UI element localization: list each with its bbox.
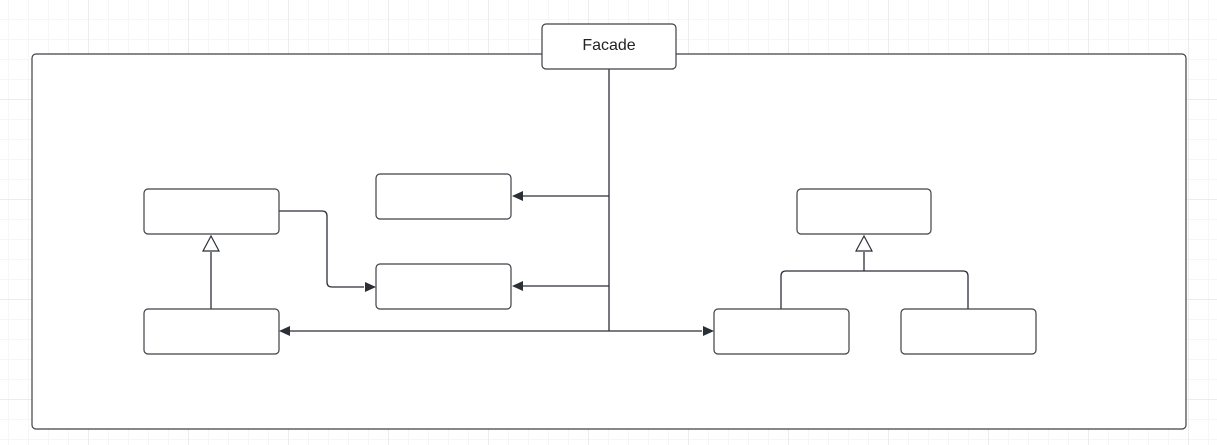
- arrowhead-class-c-right: [512, 281, 523, 291]
- arrowhead-class-c-left: [365, 282, 376, 292]
- class-box-left-top[interactable]: [143, 188, 280, 235]
- facade-class[interactable]: Facade: [541, 23, 677, 70]
- facade-class-label: Facade: [582, 37, 635, 54]
- arrowhead-class-b: [512, 191, 523, 201]
- class-box-left-bottom[interactable]: [143, 308, 280, 355]
- facade-class-box[interactable]: [541, 23, 677, 70]
- inheritance-right-triangle: [855, 234, 873, 252]
- arrowhead-class-f: [703, 326, 714, 336]
- inheritance-left-triangle: [202, 234, 220, 252]
- class-box-middle-bottom[interactable]: [375, 263, 512, 310]
- class-box-middle-top[interactable]: [375, 173, 512, 220]
- inheritance-right-branch: [780, 270, 969, 309]
- class-box-right-bottom-left[interactable]: [713, 308, 850, 355]
- class-box-right-bottom-right[interactable]: [900, 308, 1037, 355]
- arrowhead-class-d: [279, 326, 290, 336]
- class-a-to-class-c-line: [278, 210, 364, 288]
- class-box-right-top[interactable]: [796, 188, 932, 235]
